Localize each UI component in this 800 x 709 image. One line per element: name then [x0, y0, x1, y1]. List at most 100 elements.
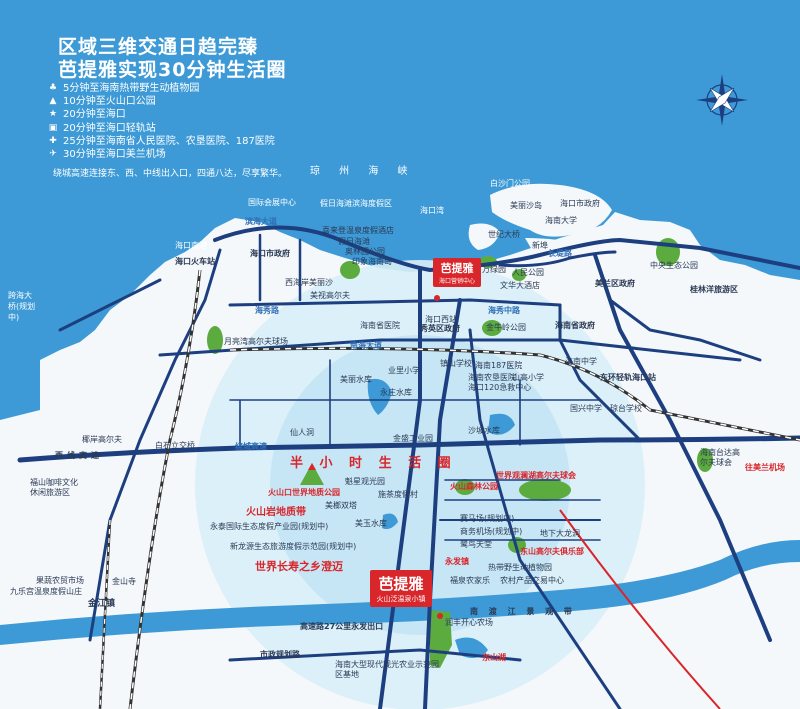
- headline-line2: 芭提雅实现30分钟生活圈: [58, 59, 287, 81]
- sea-label: 琼 州 海 峡: [310, 166, 416, 177]
- legend-item-hospital: ✚25分钟至海南省人民医院、农垦医院、187医院: [48, 135, 275, 148]
- label-shijidaqiao: 世纪大桥: [488, 230, 520, 239]
- label-xihaian-mei: 西海岸美丽沙: [285, 278, 333, 287]
- xihaian-park: [340, 261, 360, 279]
- label-wenhua-hotel: 文华大酒店: [500, 281, 540, 290]
- label-hainan-hosp: 海南省医院: [360, 321, 400, 330]
- label-yejia: 椰岸高尔夫: [82, 435, 122, 444]
- label-dongcheng: 东环轻轨海口站: [600, 373, 656, 382]
- river-label: 南 渡 江 景 观 带: [470, 607, 576, 616]
- xinbu-island: [525, 238, 580, 255]
- label-renmin-park: 人民公园: [512, 268, 544, 277]
- label-haikou-wan: 海口湾: [420, 206, 444, 215]
- label-xixian: 西线高速: [55, 451, 103, 460]
- label-dixia: 地下大龙洞: [540, 529, 580, 538]
- yuehai-golf: [207, 326, 223, 354]
- label-jiari-haitan2: 假日海滩: [338, 237, 370, 246]
- label-meiyu: 美玉水库: [355, 519, 387, 528]
- raocheng-highway: [17, 435, 800, 463]
- label-meishi: 美视高尔夫: [310, 291, 350, 300]
- label-forest-park: 火山森林公园: [450, 482, 498, 491]
- label-binhai: 滨海大道: [245, 217, 277, 226]
- legend-text: 25分钟至海南省人民医院、农垦医院、187医院: [63, 135, 275, 147]
- label-runfeng: 润丰开心农场: [445, 618, 493, 627]
- golf-lake: [519, 479, 571, 501]
- volcano-icon: ▲: [49, 96, 57, 107]
- label-haixiu-rd: 海秀路: [255, 306, 279, 315]
- label-nanhai: 南海大道: [350, 341, 382, 350]
- plane-icon: ✈: [49, 149, 57, 160]
- label-xiuying-gov: 秀英区政府: [420, 324, 460, 333]
- label-wanlv: 万绿园: [482, 265, 506, 274]
- meiyu-reservoir: [382, 513, 398, 530]
- label-yinxiang: 印象海南岛: [352, 257, 392, 266]
- north-marker: [434, 295, 440, 301]
- label-meilan-gov: 美兰区政府: [595, 279, 635, 288]
- label-haikou120: 海口120急救中心: [468, 383, 532, 392]
- jinniu-park: [482, 320, 502, 336]
- label-hainan-zhongxue: 海南中学: [565, 357, 597, 366]
- label-changti: 长堤路: [548, 249, 572, 258]
- brand-marker-south[interactable]: 芭提雅 火山泛温泉小镇: [370, 570, 432, 607]
- brand-subtitle: 海口营销中心: [438, 278, 475, 285]
- legend: ♣5分钟至海南热带野生动植物园 ▲10分钟至火山口公园 ★20分钟至海口 ▣20…: [48, 82, 275, 161]
- label-baishi-jiao: 白石立交桥: [155, 441, 195, 450]
- label-yongfa: 永发镇: [445, 557, 469, 566]
- nandu-river: [0, 540, 800, 645]
- label-jiari-haitan: 假日海滩滨海度假区: [320, 199, 392, 208]
- volcano-icon-tip: [308, 463, 316, 470]
- train-icon: ▣: [48, 122, 58, 133]
- binhai-avenue: [213, 225, 800, 273]
- label-haikou-south: 海口南港: [175, 241, 207, 250]
- label-hainan-taida: 海南台达高尔夫球会: [700, 448, 740, 467]
- zhongbu-highway: [423, 298, 462, 709]
- label-yeli: 业里小学: [388, 366, 420, 375]
- label-nongchan: 农村产品交易中心: [500, 576, 564, 585]
- label-xihai-cross: 跨海大桥(规划中): [8, 291, 36, 322]
- label-xihaian-hotel: 喜来登温泉度假酒店: [322, 226, 394, 235]
- label-volcano-belt: 火山岩地质带: [246, 507, 306, 518]
- brand-marker-north[interactable]: 芭提雅 海口营销中心: [433, 258, 481, 287]
- shapo-reservoir: [488, 413, 515, 435]
- taida-golf: [697, 448, 713, 472]
- label-guoyuan: 果蔬农贸市场: [36, 576, 84, 585]
- label-haixiu-zhong: 海秀中路: [488, 306, 520, 315]
- island-small: [468, 223, 500, 250]
- label-huocheng: 绕城高速: [235, 442, 267, 451]
- half-hour-circle-inner: [270, 335, 570, 635]
- brand-title: 芭提雅: [440, 262, 474, 275]
- label-redian-zoo: 热带野生动植物园: [488, 563, 552, 572]
- legend-item-plane: ✈30分钟至海口美兰机场: [48, 148, 275, 161]
- label-jinshan-si: 金山寺: [112, 577, 136, 586]
- label-to-meilan: 往美兰机场: [745, 463, 785, 472]
- guoxing-road: [558, 303, 642, 442]
- label-qiongshan-ms: 琼台学校: [610, 404, 642, 413]
- label-xinbu: 新埠: [532, 241, 548, 250]
- legend-text: 20分钟至海口轻轨站: [63, 122, 156, 134]
- label-shanlin: 山高小学: [512, 373, 544, 382]
- label-guoji-huizhan: 国际会展中心: [248, 198, 296, 207]
- label-hainan187: 海南187医院: [475, 361, 523, 370]
- meiyi-reservoir: [367, 378, 392, 415]
- label-golf-lake: 世界观澜湖高尔夫球会: [496, 471, 576, 480]
- sea-area: [0, 0, 800, 380]
- label-jinsheng: 金盛工业园: [393, 434, 433, 443]
- south-marker: [437, 613, 443, 619]
- legend-text: 10分钟至火山口公园: [63, 96, 156, 108]
- western-road: [88, 248, 222, 642]
- haixiu-road: [228, 298, 562, 307]
- label-shizheng: 市政规划路: [260, 650, 300, 659]
- compass-icon: [696, 74, 748, 126]
- label-jinniu: 金牛岭公园: [486, 323, 526, 332]
- label-yuehai-golf: 月亮湾高尔夫球场: [224, 337, 288, 346]
- label-jinshan-school: 镇山学校: [440, 359, 472, 368]
- label-xianren: 仙人洞: [290, 428, 314, 437]
- label-shapo: 沙坡水库: [468, 426, 500, 435]
- label-meixiu: 美榔双塔: [325, 501, 357, 510]
- label-baisha-men: 白沙门公园: [490, 179, 530, 188]
- shizheng-road: [228, 648, 522, 662]
- label-highway27: 高速路27公里永发出口: [300, 622, 384, 631]
- label-aorun: 奥林园公园: [345, 247, 385, 256]
- renmin-park: [512, 269, 526, 281]
- label-haikou-train: 海口火车站: [175, 257, 215, 266]
